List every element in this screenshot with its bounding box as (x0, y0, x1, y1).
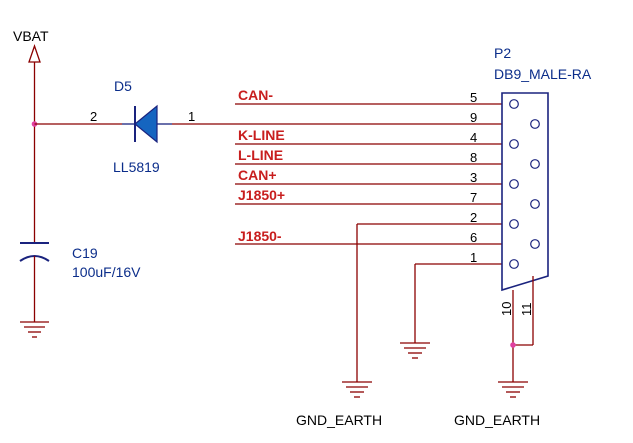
conn-pin-number: 3 (470, 170, 477, 185)
db9-connector-body (501, 92, 549, 292)
gnd-earth-right-label: GND_EARTH (454, 412, 540, 428)
net-label-l-line: L-LINE (238, 147, 283, 163)
conn-pin-number: 9 (470, 110, 477, 125)
shell-ground-symbol (498, 381, 528, 398)
diode-value-label: LL5819 (113, 159, 160, 175)
vbat-power-port (28, 44, 41, 124)
conn-ref-label: P2 (494, 45, 511, 61)
diode-d5-symbol (122, 104, 172, 144)
shell-pin-wires (512, 276, 534, 382)
net-label-k-line: K-LINE (238, 127, 285, 143)
conn-pin-number: 7 (470, 190, 477, 205)
shell-junction-dot (510, 342, 516, 348)
net-label-j1850-plus: J1850+ (238, 187, 285, 203)
shell-pin-10-label: 10 (499, 302, 514, 316)
diode-pin-2-label: 2 (90, 109, 97, 124)
capacitor-c19-symbol (19, 242, 50, 322)
cap-ref-label: C19 (72, 245, 98, 261)
net-label-can-plus: CAN+ (238, 167, 277, 183)
diode-ref-label: D5 (114, 78, 132, 94)
diode-pin-1-label: 1 (188, 109, 195, 124)
cap-value-label: 100uF/16V (72, 264, 141, 280)
conn-pin-number: 6 (470, 230, 477, 245)
cap-ground-symbol (20, 321, 49, 338)
conn-pin-number: 4 (470, 130, 477, 145)
conn-pin-number: 5 (470, 90, 477, 105)
gnd-earth-left-label: GND_EARTH (296, 412, 382, 428)
shell-pin-11-label: 11 (519, 303, 534, 317)
conn-value-label: DB9_MALE-RA (494, 66, 592, 82)
net-label-can-minus: CAN- (238, 87, 273, 103)
pin2-ground-symbol (342, 381, 372, 398)
conn-pin-number: 2 (470, 210, 477, 225)
conn-pin-number: 8 (470, 150, 477, 165)
signal-wires (172, 103, 502, 265)
conn-pin-number: 1 (470, 250, 477, 265)
vbat-label: VBAT (13, 28, 49, 44)
net-label-j1850-minus: J1850- (238, 228, 282, 244)
pin1-ground-symbol (400, 342, 430, 359)
